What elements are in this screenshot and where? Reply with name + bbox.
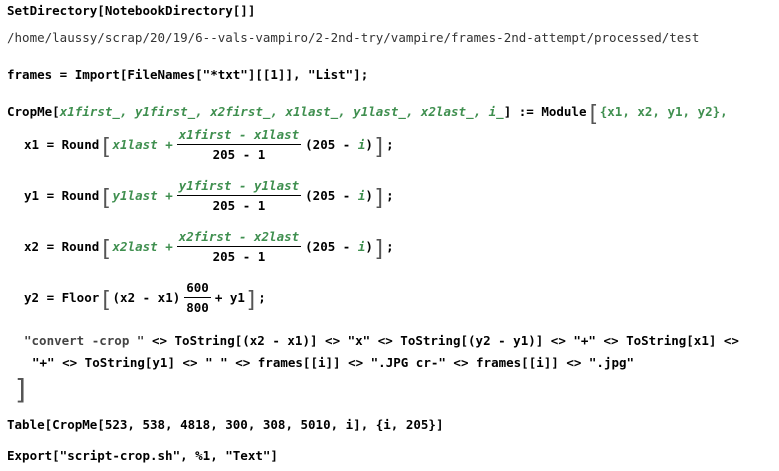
x2-lhs: x2 = Round — [24, 239, 100, 254]
convert-rest: <> ToString[(x2 - x1)] <> "x" <> ToStrin… — [144, 333, 739, 348]
x2-assignment[interactable]: x2 = Round[x2last + x2first - x2last 205 … — [24, 229, 394, 264]
y1-assignment[interactable]: y1 = Round[y1last + y1first - y1last 205 … — [24, 178, 394, 213]
i-var: i — [357, 239, 366, 254]
bracket: ] — [372, 237, 387, 262]
y2-num: 600 — [184, 280, 211, 298]
x2-fraction: x2first - x2last 205 - 1 — [176, 229, 302, 264]
convert-line-1[interactable]: "convert -crop " <> ToString[(x2 - x1)] … — [24, 333, 739, 348]
x2-last: x2last + — [112, 239, 173, 254]
bracket: [ — [99, 135, 113, 160]
y2-post: + y1 — [214, 290, 245, 305]
open-bracket: [ — [586, 102, 600, 127]
close-paren: ) — [365, 188, 373, 203]
y1-fraction: y1first - y1last 205 - 1 — [176, 178, 302, 213]
i-var: i — [357, 188, 366, 203]
bracket: [ — [99, 288, 113, 313]
semicolon: ; — [258, 290, 266, 305]
y1-lhs: y1 = Round — [24, 188, 100, 203]
semicolon: ; — [386, 188, 394, 203]
x1-fraction: x1first - x1last 205 - 1 — [176, 127, 302, 162]
i-var: i — [357, 137, 366, 152]
x1-last: x1last + — [112, 137, 173, 152]
module-close-bracket: ] — [13, 373, 30, 406]
x1-lhs: x1 = Round — [24, 137, 100, 152]
x2-num: x2first - x2last — [176, 229, 302, 247]
convert-line-2[interactable]: "+" <> ToString[y1] <> " " <> frames[[i]… — [32, 355, 634, 370]
semicolon: ; — [386, 239, 394, 254]
y1-num: y1first - y1last — [176, 178, 302, 196]
cropme-args: x1first_, y1first_, x2first_, x1last_, y… — [59, 104, 504, 119]
x1-assignment[interactable]: x1 = Round[x1last + x1first - x1last 205 … — [24, 127, 394, 162]
convert2-text: "+" <> ToString[y1] <> " " <> frames[[i]… — [32, 355, 635, 370]
bracket: ] — [372, 186, 387, 211]
cropme-name: CropMe[ — [7, 104, 60, 119]
frames-input[interactable]: frames = Import[FileNames["*txt"][[1]], … — [7, 67, 369, 82]
bracket: ] — [372, 135, 387, 160]
y2-lhs: y2 = Floor — [24, 290, 100, 305]
close-paren: ) — [365, 239, 373, 254]
cropme-definition-head[interactable]: CropMe[x1first_, y1first_, x2first_, x1l… — [7, 99, 728, 127]
y2-pre: (x2 - x1) — [112, 290, 181, 305]
setdirectory-input[interactable]: SetDirectory[NotebookDirectory[]] — [7, 3, 256, 18]
close-paren: ) — [365, 137, 373, 152]
x1-num: x1first - x1last — [176, 127, 302, 145]
bracket: [ — [99, 186, 113, 211]
bracket: ] — [244, 288, 259, 313]
x2-den: 205 - 1 — [212, 249, 266, 264]
x1-den: 205 - 1 — [212, 147, 266, 162]
convert-string: "convert -crop " — [24, 333, 145, 348]
y2-den: 800 — [186, 300, 209, 315]
module-locals: {x1, x2, y1, y2}, — [599, 104, 728, 119]
factor: (205 - — [305, 137, 358, 152]
directory-output: /home/laussy/scrap/20/19/6--vals-vampiro… — [7, 30, 700, 45]
factor: (205 - — [305, 188, 358, 203]
bracket: [ — [99, 237, 113, 262]
cropme-module: ] := Module — [503, 104, 587, 119]
table-input[interactable]: Table[CropMe[523, 538, 4818, 300, 308, 5… — [7, 417, 444, 432]
factor: (205 - — [305, 239, 358, 254]
y1-last: y1last + — [112, 188, 173, 203]
export-input[interactable]: Export["script-crop.sh", %1, "Text"] — [7, 448, 278, 463]
semicolon: ; — [386, 137, 394, 152]
y1-den: 205 - 1 — [212, 198, 266, 213]
